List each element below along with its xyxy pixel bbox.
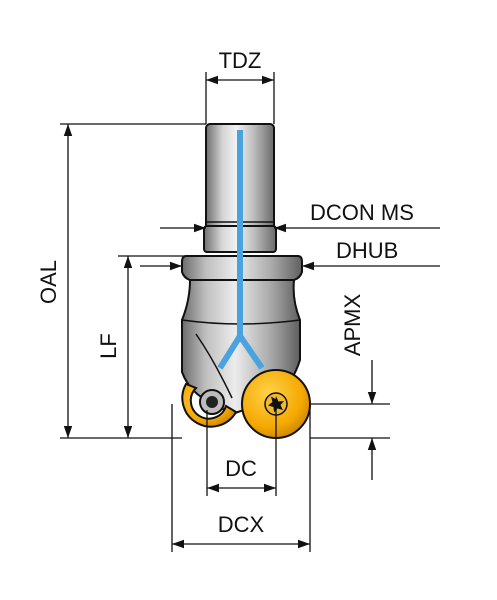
tdz-label: TDZ	[219, 48, 262, 73]
tool-body	[181, 123, 311, 439]
dcon-ms-label: DCON MS	[310, 200, 414, 225]
coolant-branch-left	[217, 334, 243, 370]
oal-label: OAL	[36, 260, 61, 304]
left-insert	[181, 382, 238, 428]
lf-label: LF	[96, 333, 121, 359]
dhub-label: DHUB	[336, 238, 398, 263]
coolant-branch-right	[237, 334, 265, 370]
coolant-channel	[237, 130, 243, 342]
pocket-line	[195, 333, 233, 399]
apmx-label: APMX	[340, 294, 365, 357]
dcx-label: DCX	[218, 512, 265, 537]
dc-label: DC	[225, 456, 257, 481]
dimension-lines	[60, 72, 440, 552]
round-screw-icon	[206, 396, 218, 408]
